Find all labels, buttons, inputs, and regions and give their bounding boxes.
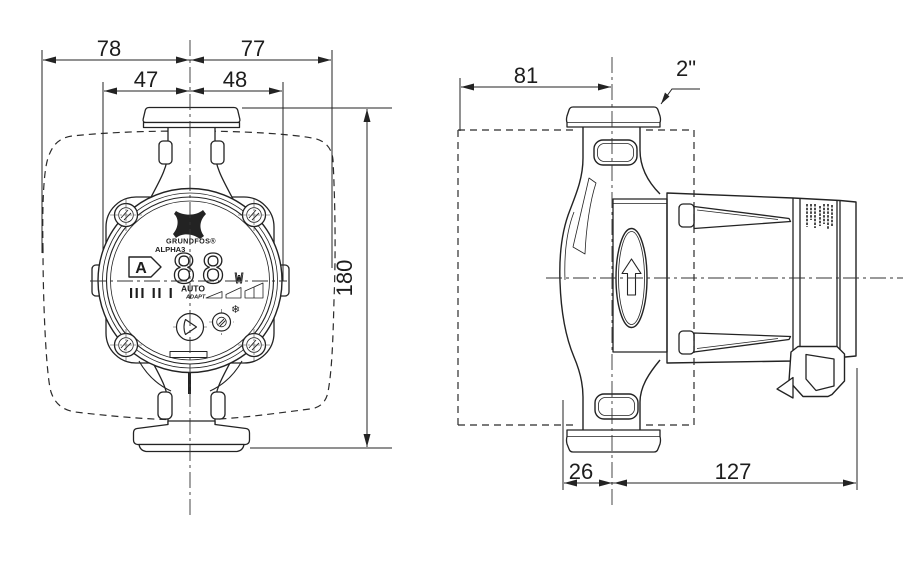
clip	[678, 203, 792, 230]
chevron-icon	[183, 318, 198, 336]
dim-label-face-right: 48	[223, 67, 247, 92]
dim-label-height: 180	[332, 260, 357, 297]
side-bottom-flange	[565, 429, 662, 453]
volute-contour	[559, 127, 584, 430]
snowflake-icon: ❄	[231, 303, 240, 316]
side-top-flange	[565, 106, 662, 128]
insulation-shell-outline-front	[42, 130, 336, 421]
power-display-unit: W	[235, 272, 243, 287]
port-window	[593, 139, 638, 166]
dim-label-center-to-face: 26	[569, 459, 593, 484]
screw-icon	[110, 329, 142, 361]
screw-icon	[110, 199, 142, 231]
label-strip	[169, 351, 208, 358]
speed-step-bars: III II I	[129, 285, 174, 302]
top-flange	[142, 106, 241, 124]
target-button	[209, 309, 234, 335]
energy-label-arrow	[128, 256, 162, 278]
autoadapt-sublabel: ADAPT	[185, 295, 206, 301]
energy-class: A	[135, 260, 147, 277]
nameplate	[806, 204, 833, 229]
insulation-shell-outline-side	[457, 129, 695, 426]
cable-plug	[776, 345, 846, 399]
port-window	[594, 393, 639, 420]
volute-fin	[572, 177, 597, 255]
ramp-indicator	[205, 282, 264, 299]
bottom-flange	[132, 420, 251, 446]
arrowheads	[43, 56, 856, 487]
brand-wordmark: GRUNDFOS®	[166, 237, 216, 246]
model-label: ALPHA3	[155, 245, 185, 254]
autoadapt-label: AUTO	[181, 284, 205, 294]
screw-icon	[238, 199, 270, 231]
dim-label-front-depth: 81	[514, 63, 538, 88]
screw-icon	[238, 329, 270, 361]
dim-label-overall-right: 77	[241, 36, 265, 61]
control-panel: GRUNDFOS® ALPHA3 A 88 W III II I AUTO AD…	[128, 210, 264, 358]
union-tab	[157, 391, 173, 420]
power-display-value: 88	[172, 247, 230, 293]
motor-body	[666, 192, 857, 364]
dimensions: 78 77 47 48 180 81 2" 26 127	[41, 36, 858, 490]
union-tab	[158, 140, 173, 165]
union-tab	[210, 140, 225, 165]
dim-label-connection: 2"	[676, 56, 696, 81]
grundfos-logo-icon	[173, 210, 206, 239]
side-view	[457, 57, 903, 505]
clip	[678, 330, 792, 355]
union-tab	[210, 391, 226, 420]
dim-label-center-to-back: 127	[715, 459, 752, 484]
front-view: GRUNDFOS® ALPHA3 A 88 W III II I AUTO AD…	[42, 40, 336, 518]
dim-label-overall-left: 78	[97, 36, 121, 61]
dim-label-face-left: 47	[134, 67, 158, 92]
flow-arrow-icon	[621, 258, 642, 296]
